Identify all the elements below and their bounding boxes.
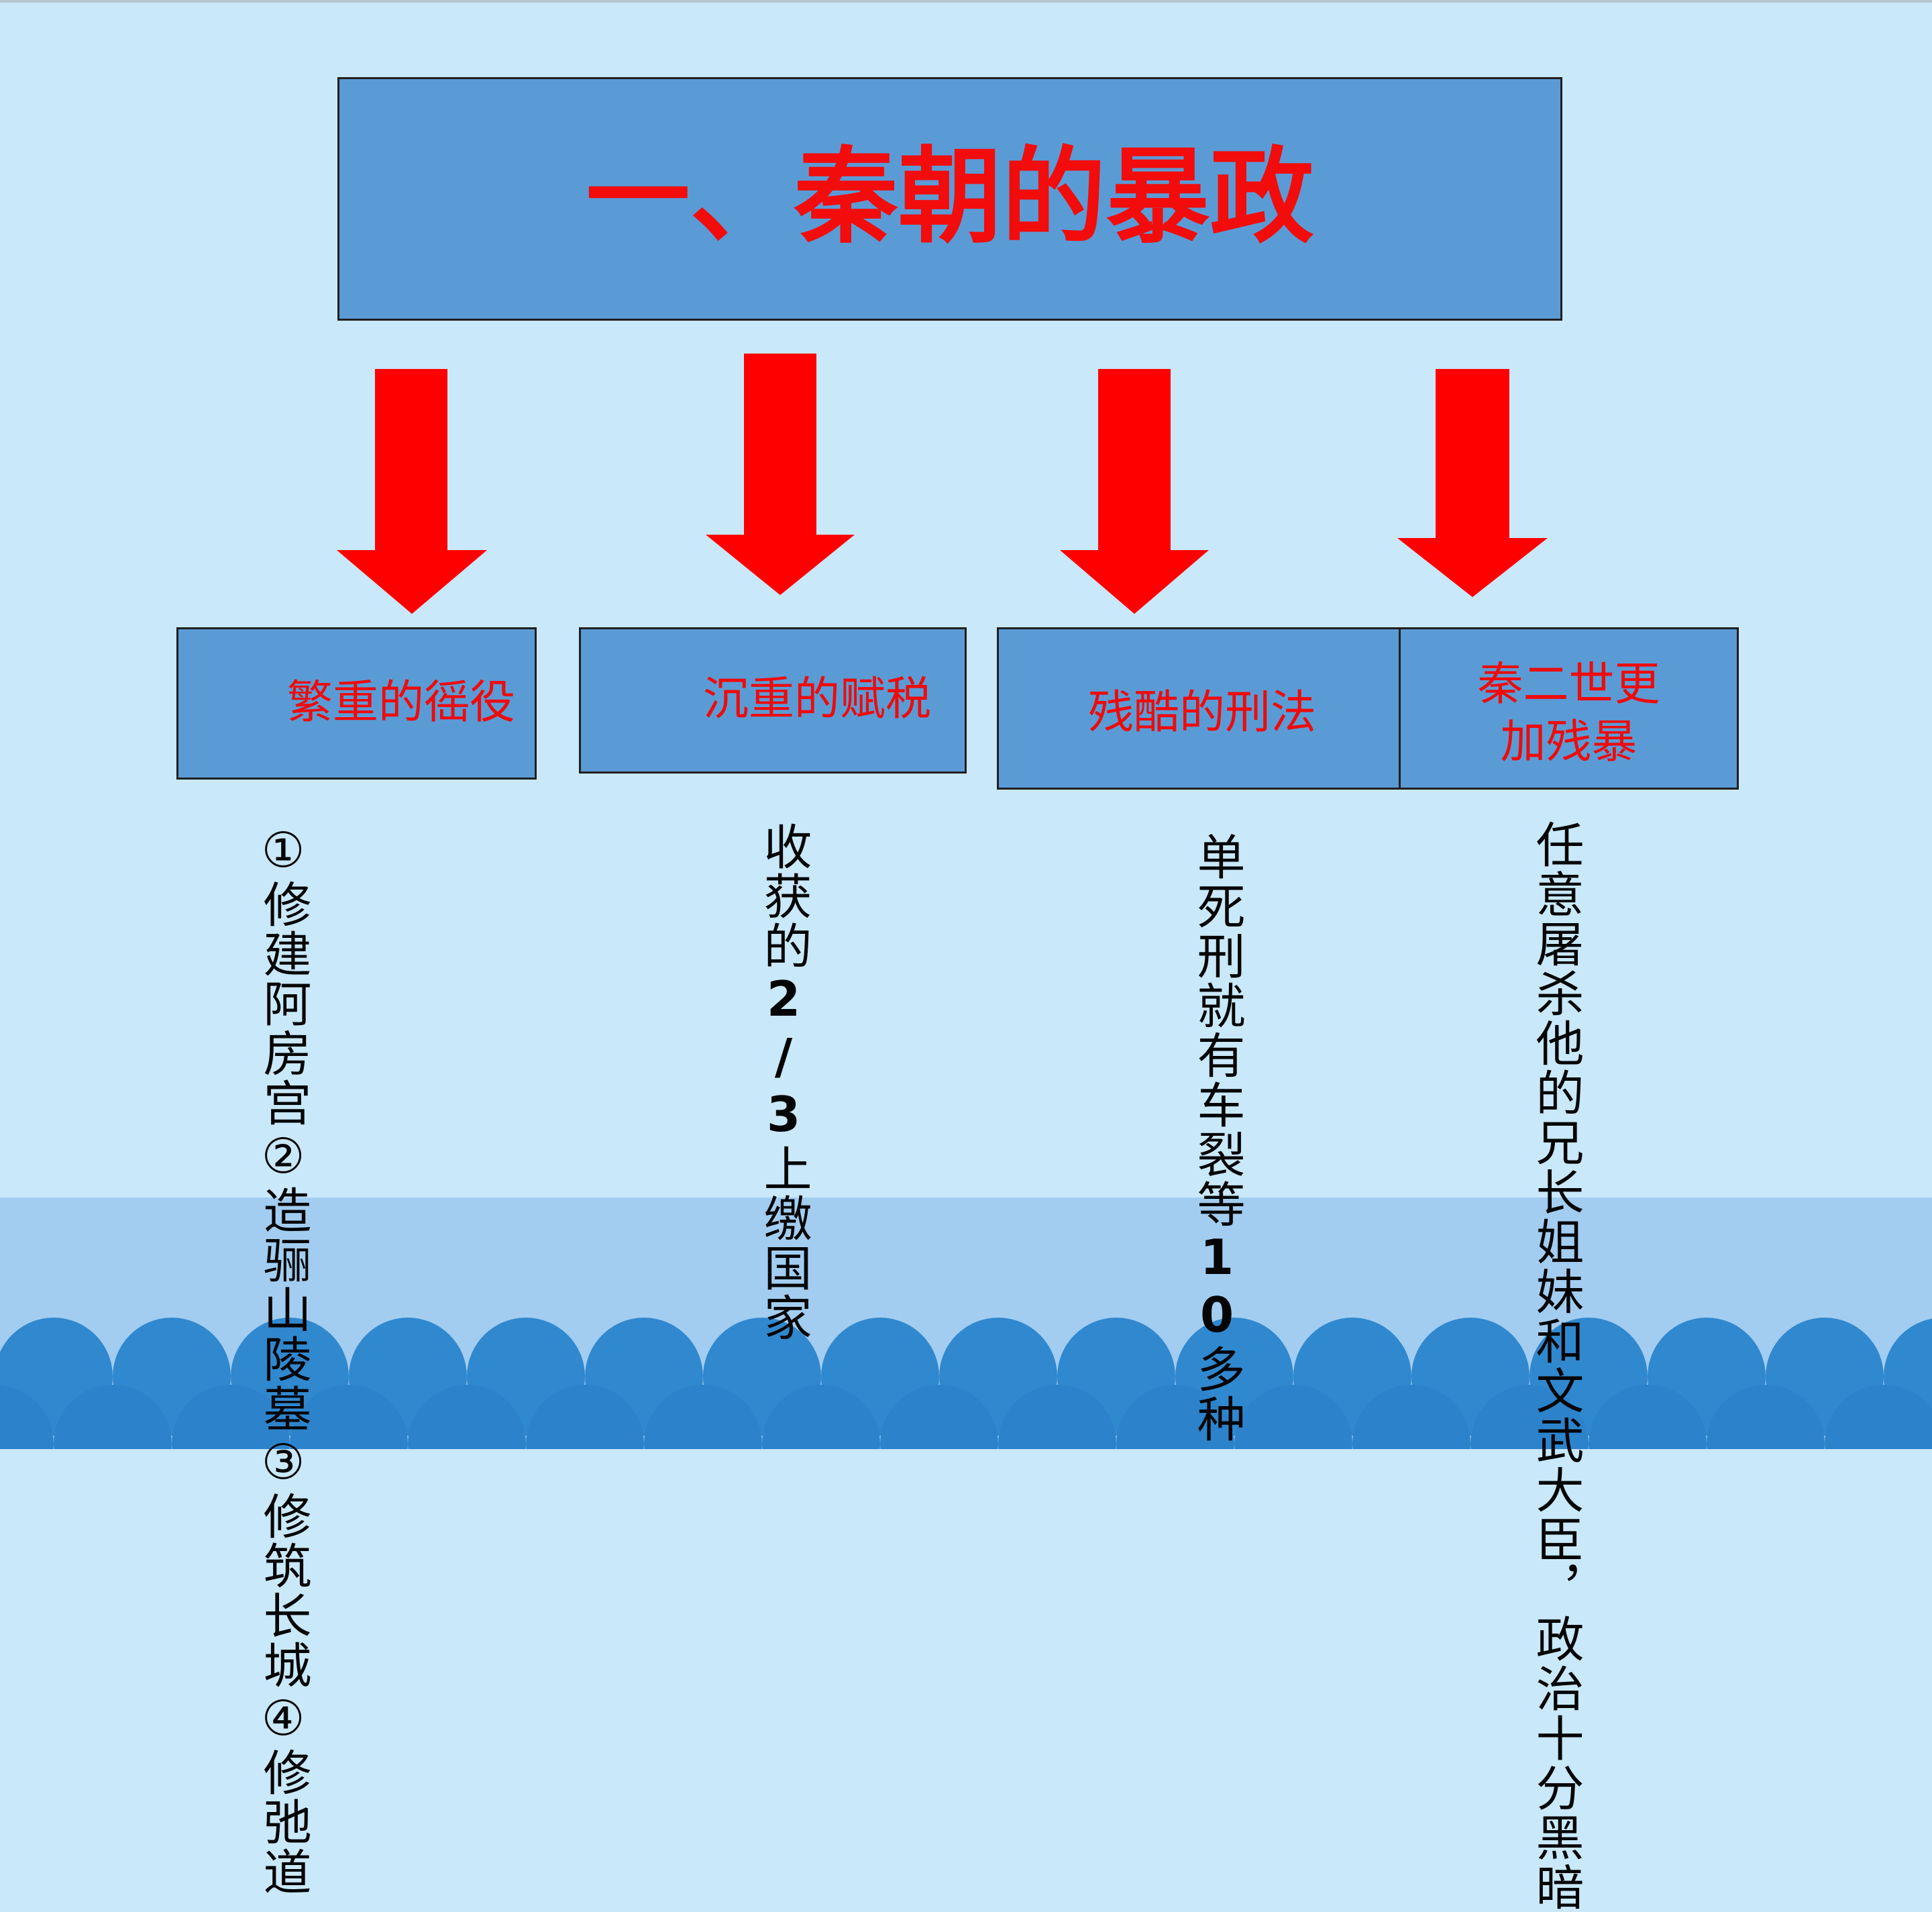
title-box: 一、秦朝的暴政 bbox=[337, 77, 1562, 321]
down-arrow-icon bbox=[1060, 369, 1209, 614]
corvee-detail-item: ④修弛道 bbox=[255, 1690, 311, 1897]
category-box-qin-ershi: 秦二世更 加残暴 bbox=[1399, 627, 1739, 790]
category-label-qin-ershi-line1: 秦二世更 bbox=[1477, 658, 1660, 711]
wave-decoration bbox=[0, 1198, 1932, 1449]
category-box-punishment: 残酷的刑法 bbox=[997, 627, 1402, 790]
taxes-detail-before: 收获的 bbox=[755, 822, 812, 971]
punishment-detail-before: 单死刑就有车裂等 bbox=[1189, 832, 1245, 1229]
qin-ershi-detail-line: 任意屠杀他的兄长姐妹和文武 bbox=[1527, 820, 1584, 1465]
down-arrow-icon bbox=[337, 369, 487, 614]
corvee-detail-item: ③修筑长城 bbox=[255, 1434, 311, 1690]
taxes-detail-after: 上缴国家 bbox=[755, 1144, 812, 1342]
taxes-detail-fraction: 2/3 bbox=[755, 971, 812, 1144]
qin-ershi-detail: 任意屠杀他的兄长姐妹和文武大臣，政治十分黑暗 bbox=[1526, 820, 1585, 1912]
punishment-detail-number: 10 bbox=[1189, 1229, 1245, 1344]
corvee-detail-item: ②造骊山陵墓 bbox=[255, 1128, 311, 1434]
page-title: 一、秦朝的暴政 bbox=[586, 135, 1314, 258]
category-label-taxes: 沉重的赋税 bbox=[703, 673, 932, 726]
punishment-detail-after: 多种 bbox=[1189, 1344, 1245, 1444]
category-label-qin-ershi-line2: 加残暴 bbox=[1500, 716, 1638, 769]
taxes-detail: 收获的2/3上缴国家 bbox=[754, 822, 813, 1342]
down-arrow-icon bbox=[1397, 369, 1548, 597]
category-box-corvee: 繁重的徭役 bbox=[176, 627, 537, 780]
corvee-detail-item: ①修建阿房宫 bbox=[255, 822, 311, 1128]
top-border-line bbox=[0, 0, 1932, 3]
qin-ershi-detail-line: 大臣，政治十分黑暗 bbox=[1527, 1465, 1584, 1912]
category-box-taxes: 沉重的赋税 bbox=[579, 627, 967, 774]
category-label-corvee: 繁重的徭役 bbox=[287, 676, 516, 729]
punishment-detail: 单死刑就有车裂等10多种 bbox=[1187, 832, 1246, 1444]
category-label-punishment: 残酷的刑法 bbox=[1088, 686, 1317, 739]
corvee-detail-list: ①修建阿房宫②造骊山陵墓③修筑长城④修弛道 bbox=[254, 822, 313, 1897]
down-arrow-icon bbox=[706, 354, 855, 595]
